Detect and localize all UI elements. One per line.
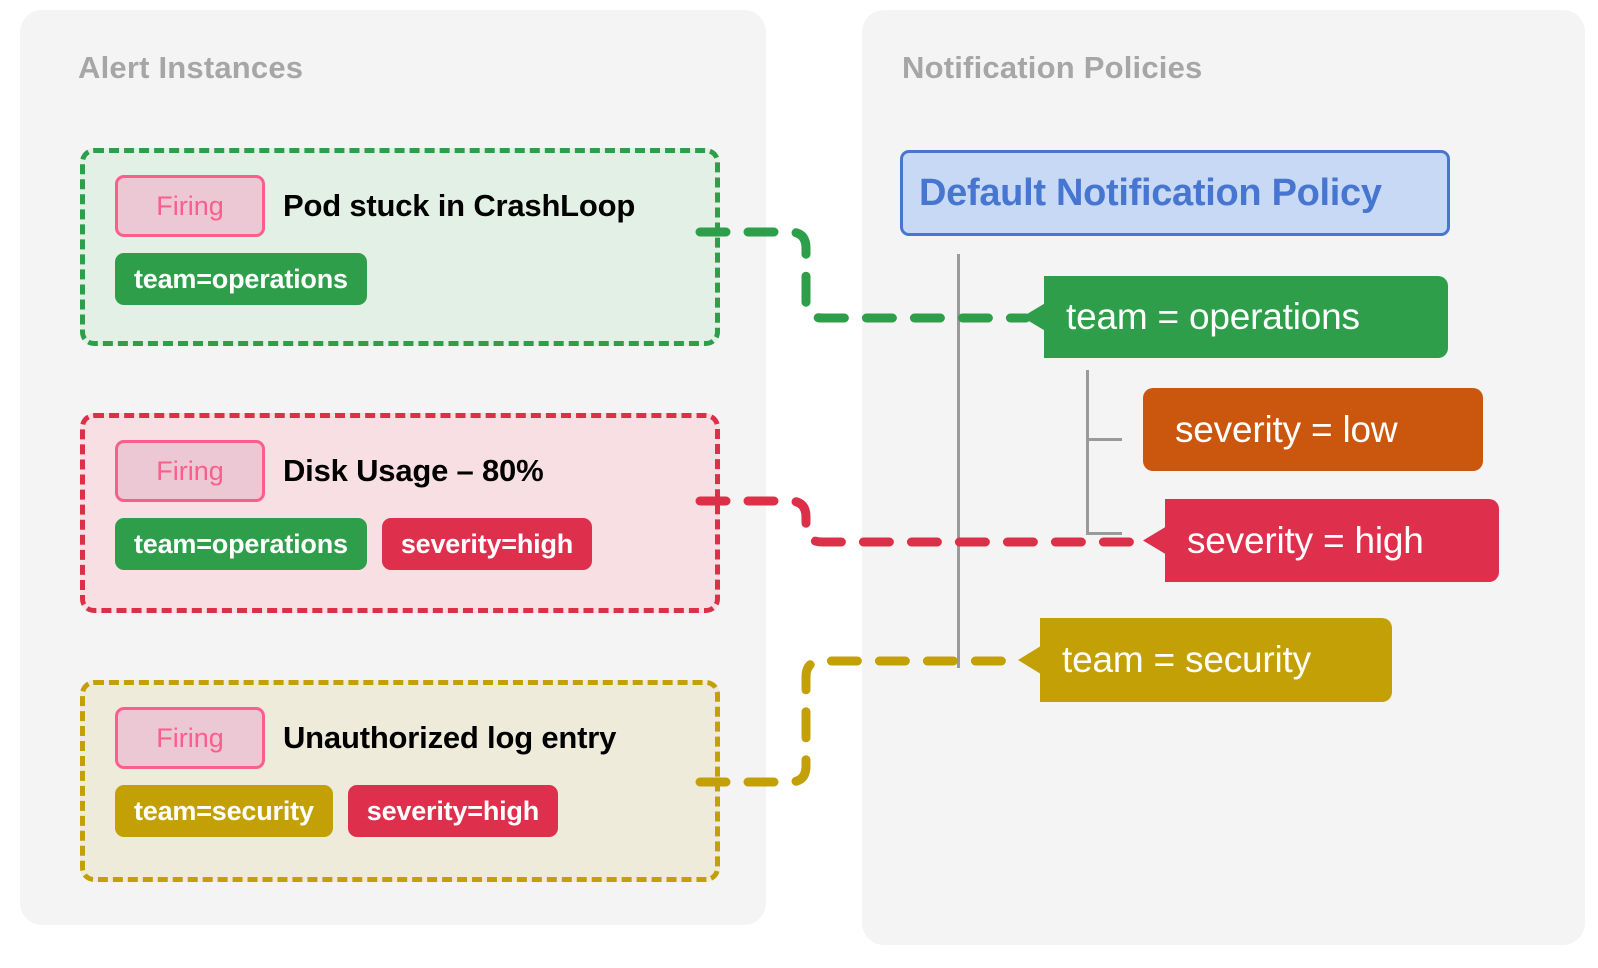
alert-instances-panel: Alert Instances Firing Pod stuck in Cras… [20,10,766,925]
alert-instance-card[interactable]: Firing Unauthorized log entry team=secur… [80,680,720,882]
alert-title: Pod stuck in CrashLoop [283,188,636,223]
policy-route-label: severity = high [1187,519,1424,561]
policy-route-label: team = operations [1066,296,1360,337]
status-badge: Firing [115,440,265,502]
tree-trunk-line [957,254,960,668]
policy-route-team-operations[interactable]: team = operations [1022,276,1448,358]
alert-title: Disk Usage – 80% [283,453,544,488]
default-notification-policy-label: Default Notification Policy [919,171,1382,214]
status-badge: Firing [115,707,265,769]
alert-instances-title: Alert Instances [78,50,304,85]
alert-card-header: Firing Unauthorized log entry [115,707,691,769]
default-notification-policy-box[interactable]: Default Notification Policy [900,150,1450,236]
alert-label-chip: team=operations [115,253,367,305]
alert-instance-card[interactable]: Firing Pod stuck in CrashLoop team=opera… [80,148,720,346]
alert-instance-card[interactable]: Firing Disk Usage – 80% team=operations … [80,413,720,613]
status-badge: Firing [115,175,265,237]
notification-policies-title: Notification Policies [902,50,1203,85]
policy-route-severity-high[interactable]: severity = high [1143,499,1499,582]
alert-label-chip: severity=high [347,785,558,837]
alert-title: Unauthorized log entry [283,720,617,755]
alert-label-chip: severity=high [381,518,593,570]
policy-route-team-security[interactable]: team = security [1018,618,1392,702]
policy-route-label: team = security [1062,639,1311,680]
tree-branch-stub-high [1086,532,1122,535]
tree-branch-line [1086,370,1089,535]
alert-label-chip: team=security [115,785,333,837]
alert-label-list: team=operations [115,253,691,305]
alert-card-header: Firing Disk Usage – 80% [115,440,691,502]
policy-route-label: severity = low [1175,408,1398,450]
alert-label-chip: team=operations [115,518,367,570]
policy-route-severity-low[interactable]: severity = low [1143,388,1483,471]
alert-label-list: team=operations severity=high [115,518,691,570]
alert-card-header: Firing Pod stuck in CrashLoop [115,175,691,237]
alert-label-list: team=security severity=high [115,785,691,837]
tree-branch-stub-low [1086,438,1122,441]
